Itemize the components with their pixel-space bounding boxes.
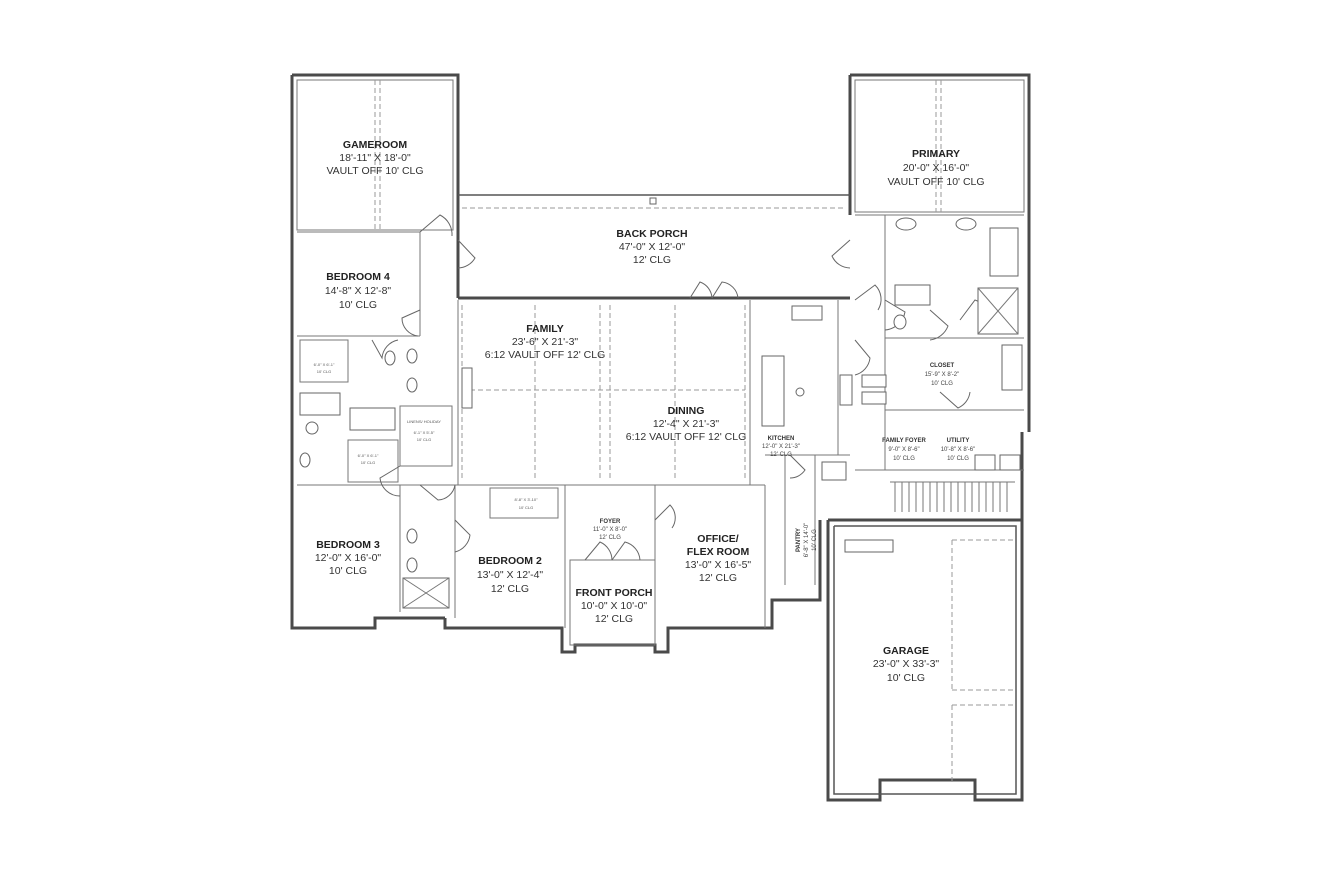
door-swings — [371, 214, 991, 561]
primary-name: PRIMARY — [912, 148, 960, 160]
family-clg: 6:12 VAULT OFF 12' CLG — [485, 349, 605, 361]
primary-dims: 20'-0" X 16'-0" — [903, 162, 970, 174]
linens-name: LINENS/ HOLIDAY — [407, 419, 441, 424]
family-name: FAMILY — [526, 323, 564, 335]
front-porch-name: FRONT PORCH — [576, 587, 653, 599]
office-clg: 12' CLG — [699, 572, 737, 584]
family-foyer-dims: 9'-0" X 8'-6" — [888, 447, 919, 453]
garage-dims: 23'-0" X 33'-3" — [873, 658, 940, 670]
wic-b-clg: 10' CLG — [361, 460, 376, 465]
dining-clg: 6:12 VAULT OFF 12' CLG — [626, 431, 746, 443]
pantry-name: PANTRY — [796, 528, 802, 552]
gameroom-clg: VAULT OFF 10' CLG — [326, 165, 423, 177]
pantry-dims: 6'-8" X 14'-0" — [804, 523, 810, 558]
office-dims: 13'-0" X 16'-5" — [685, 559, 752, 571]
bedroom3-name: BEDROOM 3 — [316, 539, 380, 551]
bedroom4-dims: 14'-8" X 12'-8" — [325, 285, 392, 297]
fixtures — [299, 197, 1023, 609]
bedroom4-name: BEDROOM 4 — [326, 271, 390, 283]
back-porch-clg: 12' CLG — [633, 254, 671, 266]
bedroom3-dims: 12'-0" X 16'-0" — [315, 552, 382, 564]
dining-name: DINING — [668, 405, 705, 417]
closet-dims: 15'-9" X 8'-2" — [925, 372, 960, 378]
room-labels: GAMEROOM 18'-11" X 18'-0" VAULT OFF 10' … — [314, 139, 985, 684]
utility-name: UTILITY — [947, 438, 970, 444]
utility-dims: 10'-8" X 8'-6" — [941, 447, 976, 453]
foyer-clg: 12' CLG — [599, 535, 621, 541]
dining-dims: 12'-4" X 21'-3" — [653, 418, 720, 430]
wic-b-dims: 6'-0" X 6'-1" — [358, 453, 379, 458]
garage-name: GARAGE — [883, 645, 929, 657]
gameroom-dims: 18'-11" X 18'-0" — [339, 152, 411, 164]
kitchen-dims: 12'-0" X 21'-3" — [762, 444, 800, 450]
wic-c-clg: 10' CLG — [519, 505, 534, 510]
bedroom3-clg: 10' CLG — [329, 565, 367, 577]
ceiling-lines — [374, 80, 1015, 782]
utility-clg: 10' CLG — [947, 456, 969, 462]
exterior-walls — [290, 73, 1031, 802]
bedroom4-clg: 10' CLG — [339, 299, 377, 311]
family-foyer-clg: 10' CLG — [893, 456, 915, 462]
back-porch-name: BACK PORCH — [616, 228, 687, 240]
front-porch-clg: 12' CLG — [595, 613, 633, 625]
bedroom2-dims: 13'-0" X 12'-4" — [477, 569, 544, 581]
linens-clg: 10' CLG — [417, 437, 432, 442]
wic-a-clg: 10' CLG — [317, 369, 332, 374]
foyer-dims: 11'-0" X 8'-0" — [593, 527, 627, 533]
back-porch-dims: 47'-0" X 12'-0" — [619, 241, 686, 253]
closet-clg: 10' CLG — [931, 381, 953, 387]
gameroom-name: GAMEROOM — [343, 139, 407, 151]
linens-dims: 6'-1" X 5'-5" — [414, 430, 435, 435]
wic-c-dims: 8'-8" X 3'-10" — [514, 497, 538, 502]
office-name2: FLEX ROOM — [687, 546, 750, 558]
front-porch-dims: 10'-0" X 10'-0" — [581, 600, 648, 612]
primary-clg: VAULT OFF 10' CLG — [887, 176, 984, 188]
foyer-name: FOYER — [600, 519, 621, 525]
family-foyer-name: FAMILY FOYER — [882, 438, 926, 444]
office-name: OFFICE/ — [697, 533, 738, 545]
pantry-clg: 10' CLG — [812, 529, 818, 551]
family-dims: 23'-6" X 21'-3" — [512, 336, 579, 348]
kitchen-clg: 12' CLG — [770, 452, 792, 458]
garage-clg: 10' CLG — [887, 672, 925, 684]
bedroom2-name: BEDROOM 2 — [478, 555, 542, 567]
wic-a-dims: 6'-0" X 6'-1" — [314, 362, 335, 367]
closet-name: CLOSET — [930, 363, 955, 369]
bedroom2-clg: 12' CLG — [491, 583, 529, 595]
kitchen-name: KITCHEN — [768, 436, 795, 442]
